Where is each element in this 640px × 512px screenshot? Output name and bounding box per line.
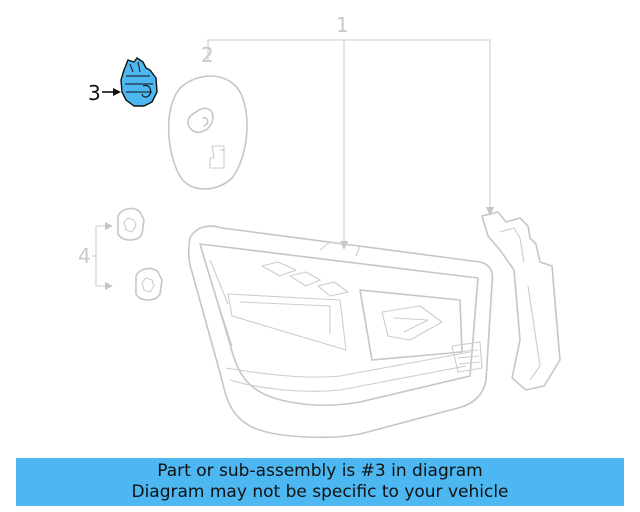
gasket-part-2	[167, 75, 248, 190]
tail-lamp-assembly	[187, 225, 494, 439]
banner-line-2: Diagram may not be specific to your vehi…	[131, 482, 509, 502]
nut-part-4-upper	[117, 207, 145, 241]
callout-1-leaders	[207, 39, 494, 250]
callout-3-number: 3	[88, 81, 101, 105]
callout-4-number: 4	[78, 244, 91, 268]
callout-3-arrow	[102, 88, 121, 96]
info-banner: Part or sub-assembly is #3 in diagram Di…	[16, 458, 624, 506]
callout-1-number: 1	[336, 13, 349, 37]
nut-part-4-lower	[135, 267, 163, 301]
callout-4-leaders	[92, 222, 113, 290]
banner-line-1: Part or sub-assembly is #3 in diagram	[157, 461, 483, 481]
bulb-socket-part-3	[120, 57, 158, 107]
mounting-bracket	[481, 211, 561, 391]
callout-2-number: 2	[201, 43, 214, 67]
parts-diagram: 1 2 3 4	[78, 13, 561, 439]
